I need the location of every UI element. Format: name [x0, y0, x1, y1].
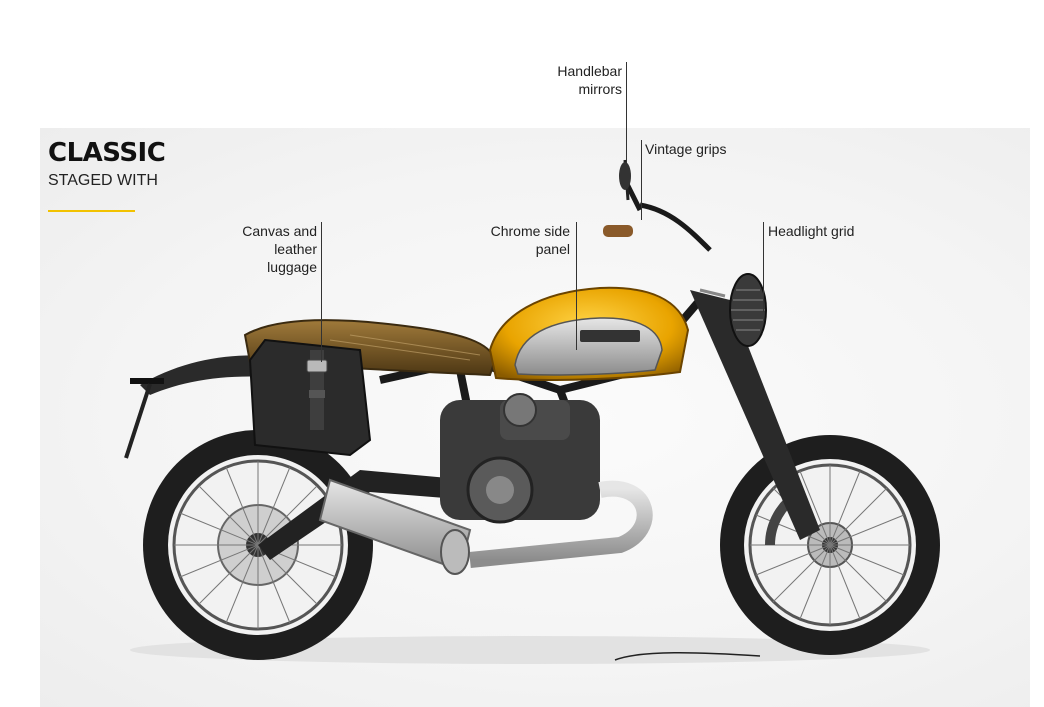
page-subtitle: STAGED WITH — [48, 172, 158, 189]
ground-shadow — [130, 636, 930, 664]
callout-chrome-side-panel: Chrome side panel — [490, 222, 570, 258]
callout-label: Chrome side panel — [490, 223, 570, 257]
grip — [603, 225, 633, 237]
leader-line — [321, 222, 322, 362]
swingarm — [258, 470, 470, 560]
front-forks — [690, 288, 820, 540]
callout-headlight-grid: Headlight grid — [768, 222, 878, 240]
accent-divider — [48, 210, 135, 212]
callout-vintage-grips: Vintage grips — [645, 140, 755, 158]
headlight — [729, 273, 767, 347]
mirror — [619, 159, 631, 201]
page-title: CLASSIC — [48, 138, 166, 168]
callout-canvas-leather-luggage: Canvas and leather luggage — [232, 222, 317, 276]
leader-line — [641, 140, 642, 220]
luggage-bag — [248, 338, 372, 457]
engine — [440, 393, 600, 524]
callout-label: Handlebar mirrors — [557, 63, 622, 97]
leader-line — [626, 62, 627, 170]
license-bracket — [130, 378, 164, 384]
leader-line — [763, 222, 764, 312]
exhaust — [318, 478, 653, 575]
callout-handlebar-mirrors: Handlebar mirrors — [540, 62, 622, 98]
handlebars — [622, 178, 712, 252]
callout-label: Canvas and leather luggage — [242, 223, 317, 275]
artist-signature — [614, 651, 761, 661]
callout-label: Vintage grips — [645, 141, 727, 157]
front-wheel — [720, 435, 940, 655]
callout-label: Headlight grid — [768, 223, 855, 239]
leader-line — [576, 222, 577, 350]
